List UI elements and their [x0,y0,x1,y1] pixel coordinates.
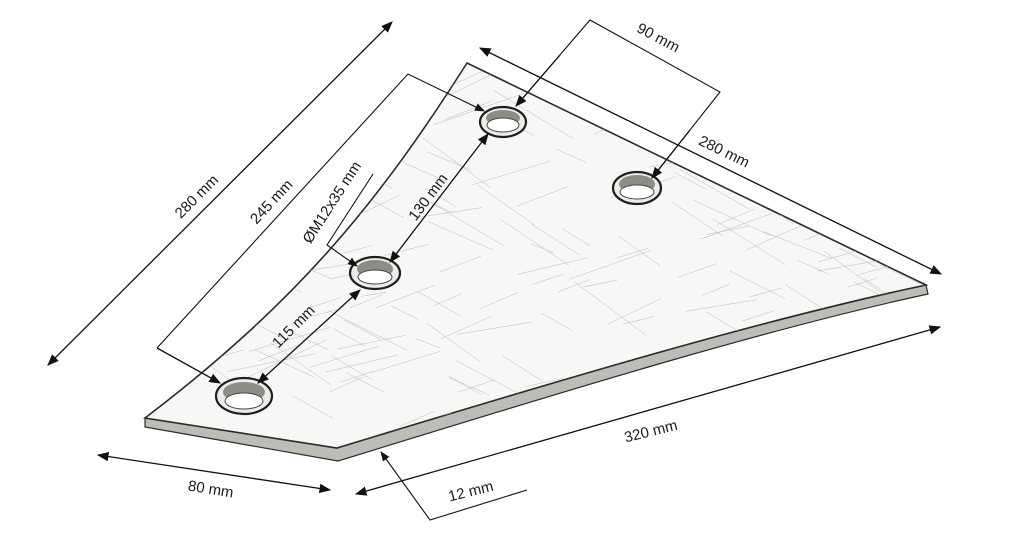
hole-right [611,170,663,206]
dim-line-left-280 [47,21,393,366]
label-90: 90 mm [634,20,682,57]
dim-arrow-245-bottom [156,347,222,384]
hole-top [478,105,528,139]
dim-line-245 [156,73,485,349]
dim-line-320 [354,325,942,496]
hole-bottom [214,376,274,416]
dim-line-80 [96,451,332,494]
dim-line-12 [380,451,528,521]
dim-line-130 [389,133,489,263]
label-top-280: 280 mm [696,132,752,171]
label-245: 245 mm [247,176,296,227]
label-80: 80 mm [187,478,235,502]
label-320: 320 mm [623,417,680,447]
dim-line-top-280 [478,47,943,275]
dim-line-115 [257,289,361,384]
label-12: 12 mm [447,478,496,506]
hole-middle [348,255,402,291]
label-left-280: 280 mm [172,172,222,222]
leader-hole-diameter [326,173,374,267]
